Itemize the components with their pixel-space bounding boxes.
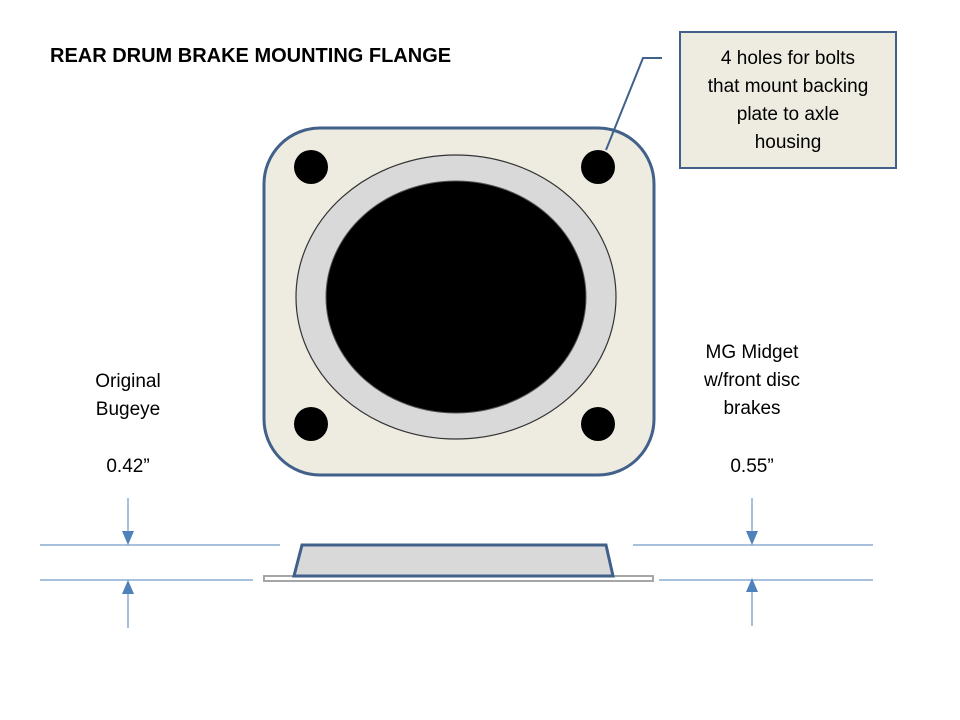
raised-flange-profile [292,543,615,578]
right-label-line: w/front disc [703,370,800,391]
arrow-up-icon [122,580,134,594]
dimension-arrows [122,531,758,594]
right-label-line: MG Midget [706,342,800,363]
flange-side-profile [263,543,654,582]
right-measurement: 0.55” [730,456,773,477]
left-label-line: Original [95,371,160,392]
callout-leader [605,57,662,151]
arrow-up-icon [746,578,758,592]
diagram-title: REAR DRUM BRAKE MOUNTING FLANGE [50,45,451,67]
bolt-hole [294,407,328,441]
callout-line: housing [755,132,822,153]
callout-line: 4 holes for bolts [721,48,855,69]
arrow-down-icon [746,531,758,545]
left-label-line: Bugeye [96,399,160,420]
left-measurement: 0.42” [106,456,149,477]
bolt-hole [294,150,328,184]
axle-opening [325,180,587,414]
arrow-down-icon [122,531,134,545]
callout-line: plate to axle [737,104,839,125]
right-label-line: brakes [723,398,780,419]
callout: 4 holes for bolts that mount backing pla… [605,31,897,169]
dimension-lines [40,498,873,628]
callout-line: that mount backing [708,76,869,97]
bolt-hole [581,407,615,441]
flange-top-view [262,126,656,477]
bolt-hole [581,150,615,184]
callout-box [679,31,897,169]
